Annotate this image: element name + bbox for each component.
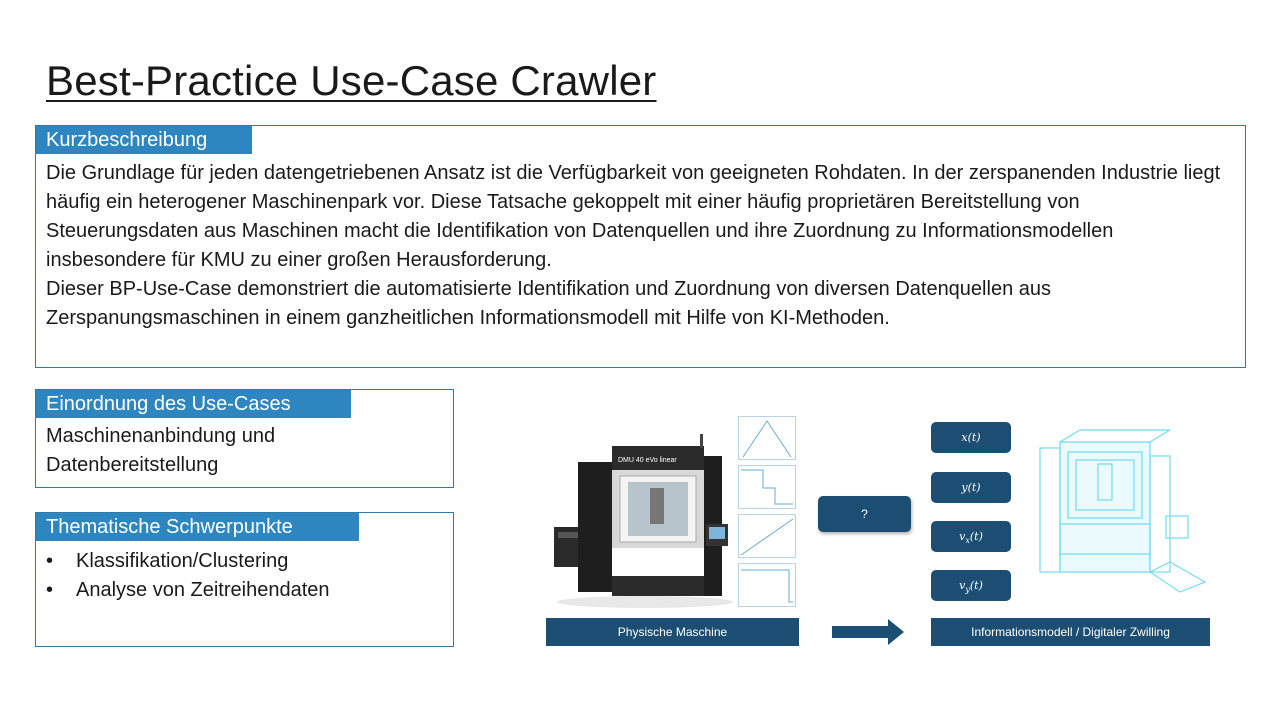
information-model-label: Informationsmodell / Digitaler Zwilling bbox=[931, 618, 1210, 646]
step-signal-icon bbox=[741, 469, 793, 505]
einordnung-panel: Einordnung des Use-Cases Maschinenanbind… bbox=[35, 389, 454, 488]
signal-thumbnail bbox=[738, 514, 796, 558]
plateau-signal-icon bbox=[741, 569, 793, 603]
kurzbeschreibung-body: Die Grundlage für jeden datengetriebenen… bbox=[46, 159, 1233, 333]
variable-vy-box: vy(t) bbox=[931, 570, 1011, 601]
signal-thumbnail bbox=[738, 465, 796, 509]
list-item: Klassifikation/Clustering bbox=[46, 547, 441, 576]
list-item: Analyse von Zeitreihendaten bbox=[46, 576, 441, 605]
ramp-signal-icon bbox=[740, 518, 794, 556]
physical-machine-label: Physische Maschine bbox=[546, 618, 799, 646]
triangle-signal-icon bbox=[742, 420, 792, 458]
page-title: Best-Practice Use-Case Crawler bbox=[46, 57, 657, 104]
kurzbeschreibung-paragraph-1: Die Grundlage für jeden datengetriebenen… bbox=[46, 162, 1221, 271]
schwerpunkte-body: Klassifikation/Clustering Analyse von Ze… bbox=[46, 547, 441, 605]
kurzbeschreibung-panel: Kurzbeschreibung Die Grundlage für jeden… bbox=[35, 125, 1246, 368]
machine-to-twin-diagram: DMU 40 eVo linear bbox=[540, 412, 1220, 652]
schwerpunkte-header: Thematische Schwerpunkte bbox=[36, 513, 359, 541]
schwerpunkte-list: Klassifikation/Clustering Analyse von Ze… bbox=[46, 547, 441, 605]
arrow-right-icon bbox=[832, 619, 904, 645]
variable-y-box: y(t) bbox=[931, 472, 1011, 503]
cnc-machine-image: DMU 40 eVo linear bbox=[554, 434, 733, 608]
variable-x-box: x(t) bbox=[931, 422, 1011, 453]
kurzbeschreibung-header: Kurzbeschreibung bbox=[36, 126, 252, 154]
unknown-mapping-box: ? bbox=[818, 496, 911, 532]
signal-thumbnail bbox=[738, 416, 796, 460]
einordnung-header: Einordnung des Use-Cases bbox=[36, 390, 351, 418]
schwerpunkte-panel: Thematische Schwerpunkte Klassifikation/… bbox=[35, 512, 454, 647]
einordnung-line-2: Datenbereitstellung bbox=[46, 454, 219, 476]
signal-thumbnails bbox=[738, 416, 798, 612]
kurzbeschreibung-paragraph-2: Dieser BP-Use-Case demonstriert die auto… bbox=[46, 278, 1051, 329]
einordnung-body: Maschinenanbindung und Datenbereitstellu… bbox=[46, 422, 441, 480]
einordnung-line-1: Maschinenanbindung und bbox=[46, 425, 276, 447]
signal-thumbnail bbox=[738, 563, 796, 607]
digital-twin-image bbox=[1039, 429, 1207, 593]
machine-model-label: DMU 40 eVo linear bbox=[618, 457, 677, 464]
variable-vx-box: vx(t) bbox=[931, 521, 1011, 552]
